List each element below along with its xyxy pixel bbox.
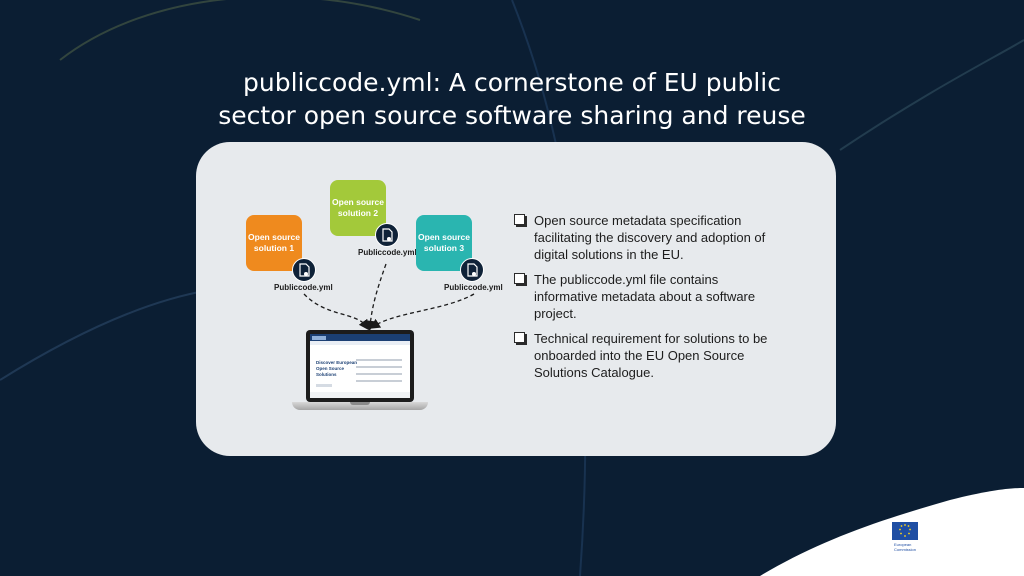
catalogue-screen: Discover European Open Source Solutions (310, 334, 410, 398)
bullet-item: The publiccode.yml file contains informa… (512, 271, 778, 322)
arrow-solution-2 (365, 263, 387, 332)
bullet-item: Technical requirement for solutions to b… (512, 330, 778, 381)
laptop-catalogue: Discover European Open Source Solutions (292, 330, 428, 416)
arrow-solution-3 (369, 293, 475, 329)
solution-2-line-1: Open source (332, 197, 384, 207)
solution-box-1: Open source solution 1 (246, 215, 302, 271)
title-line-2: sector open source software sharing and … (218, 101, 806, 130)
catalogue-button (316, 384, 332, 387)
solution-3-line-2: solution 3 (423, 243, 465, 253)
solution-3-file: Publiccode.yml (444, 283, 503, 292)
solution-2-line-2: solution 2 (337, 208, 379, 218)
file-icon (375, 223, 399, 247)
catalogue-subheader (310, 341, 410, 345)
bullet-list: Open source metadata specification facil… (512, 212, 778, 389)
checkbox-icon (514, 214, 525, 225)
catalogue-heading-line-1: Discover European (316, 360, 358, 365)
solution-1-file: Publiccode.yml (274, 283, 333, 292)
checkbox-icon (514, 332, 525, 343)
laptop-notch (350, 402, 370, 405)
solution-3-line-1: Open source (418, 232, 470, 242)
catalogue-footer (310, 392, 410, 398)
title-line-1: publiccode.yml: A cornerstone of EU publ… (243, 68, 781, 97)
catalogue-header (310, 334, 410, 341)
logo-text: European Commission (894, 542, 916, 552)
file-icon (292, 258, 316, 282)
logo-line-1: European (894, 542, 912, 547)
slide-title: publiccode.yml: A cornerstone of EU publ… (0, 66, 1024, 132)
catalogue-heading-line-2: Open Source (316, 366, 345, 371)
eu-flag-icon (892, 522, 918, 540)
laptop-base (292, 402, 428, 410)
solution-box-3: Open source solution 3 (416, 215, 472, 271)
catalogue-heading: Discover European Open Source Solutions (316, 360, 357, 378)
catalogue-heading-line-3: Solutions (316, 372, 337, 377)
bullet-text: The publiccode.yml file contains informa… (534, 272, 756, 321)
solution-1-line-1: Open source (248, 232, 300, 242)
logo-line-2: Commission (894, 547, 917, 552)
bullet-item: Open source metadata specification facil… (512, 212, 778, 263)
file-icon (460, 258, 484, 282)
arrow-connectors (303, 263, 475, 332)
solution-1-line-2: solution 1 (253, 243, 295, 253)
content-panel: Open source solution 1 Publiccode.yml Op… (196, 142, 836, 456)
solution-2-file: Publiccode.yml (358, 248, 417, 257)
bullet-text: Technical requirement for solutions to b… (534, 331, 768, 380)
checkbox-icon (514, 273, 525, 284)
laptop-screen-frame: Discover European Open Source Solutions (306, 330, 414, 402)
european-commission-logo: European Commission (882, 520, 932, 560)
catalogue-logo (312, 335, 326, 340)
bullet-text: Open source metadata specification facil… (534, 213, 766, 262)
catalogue-text-lines (356, 359, 402, 387)
arrow-solution-1 (303, 293, 370, 331)
